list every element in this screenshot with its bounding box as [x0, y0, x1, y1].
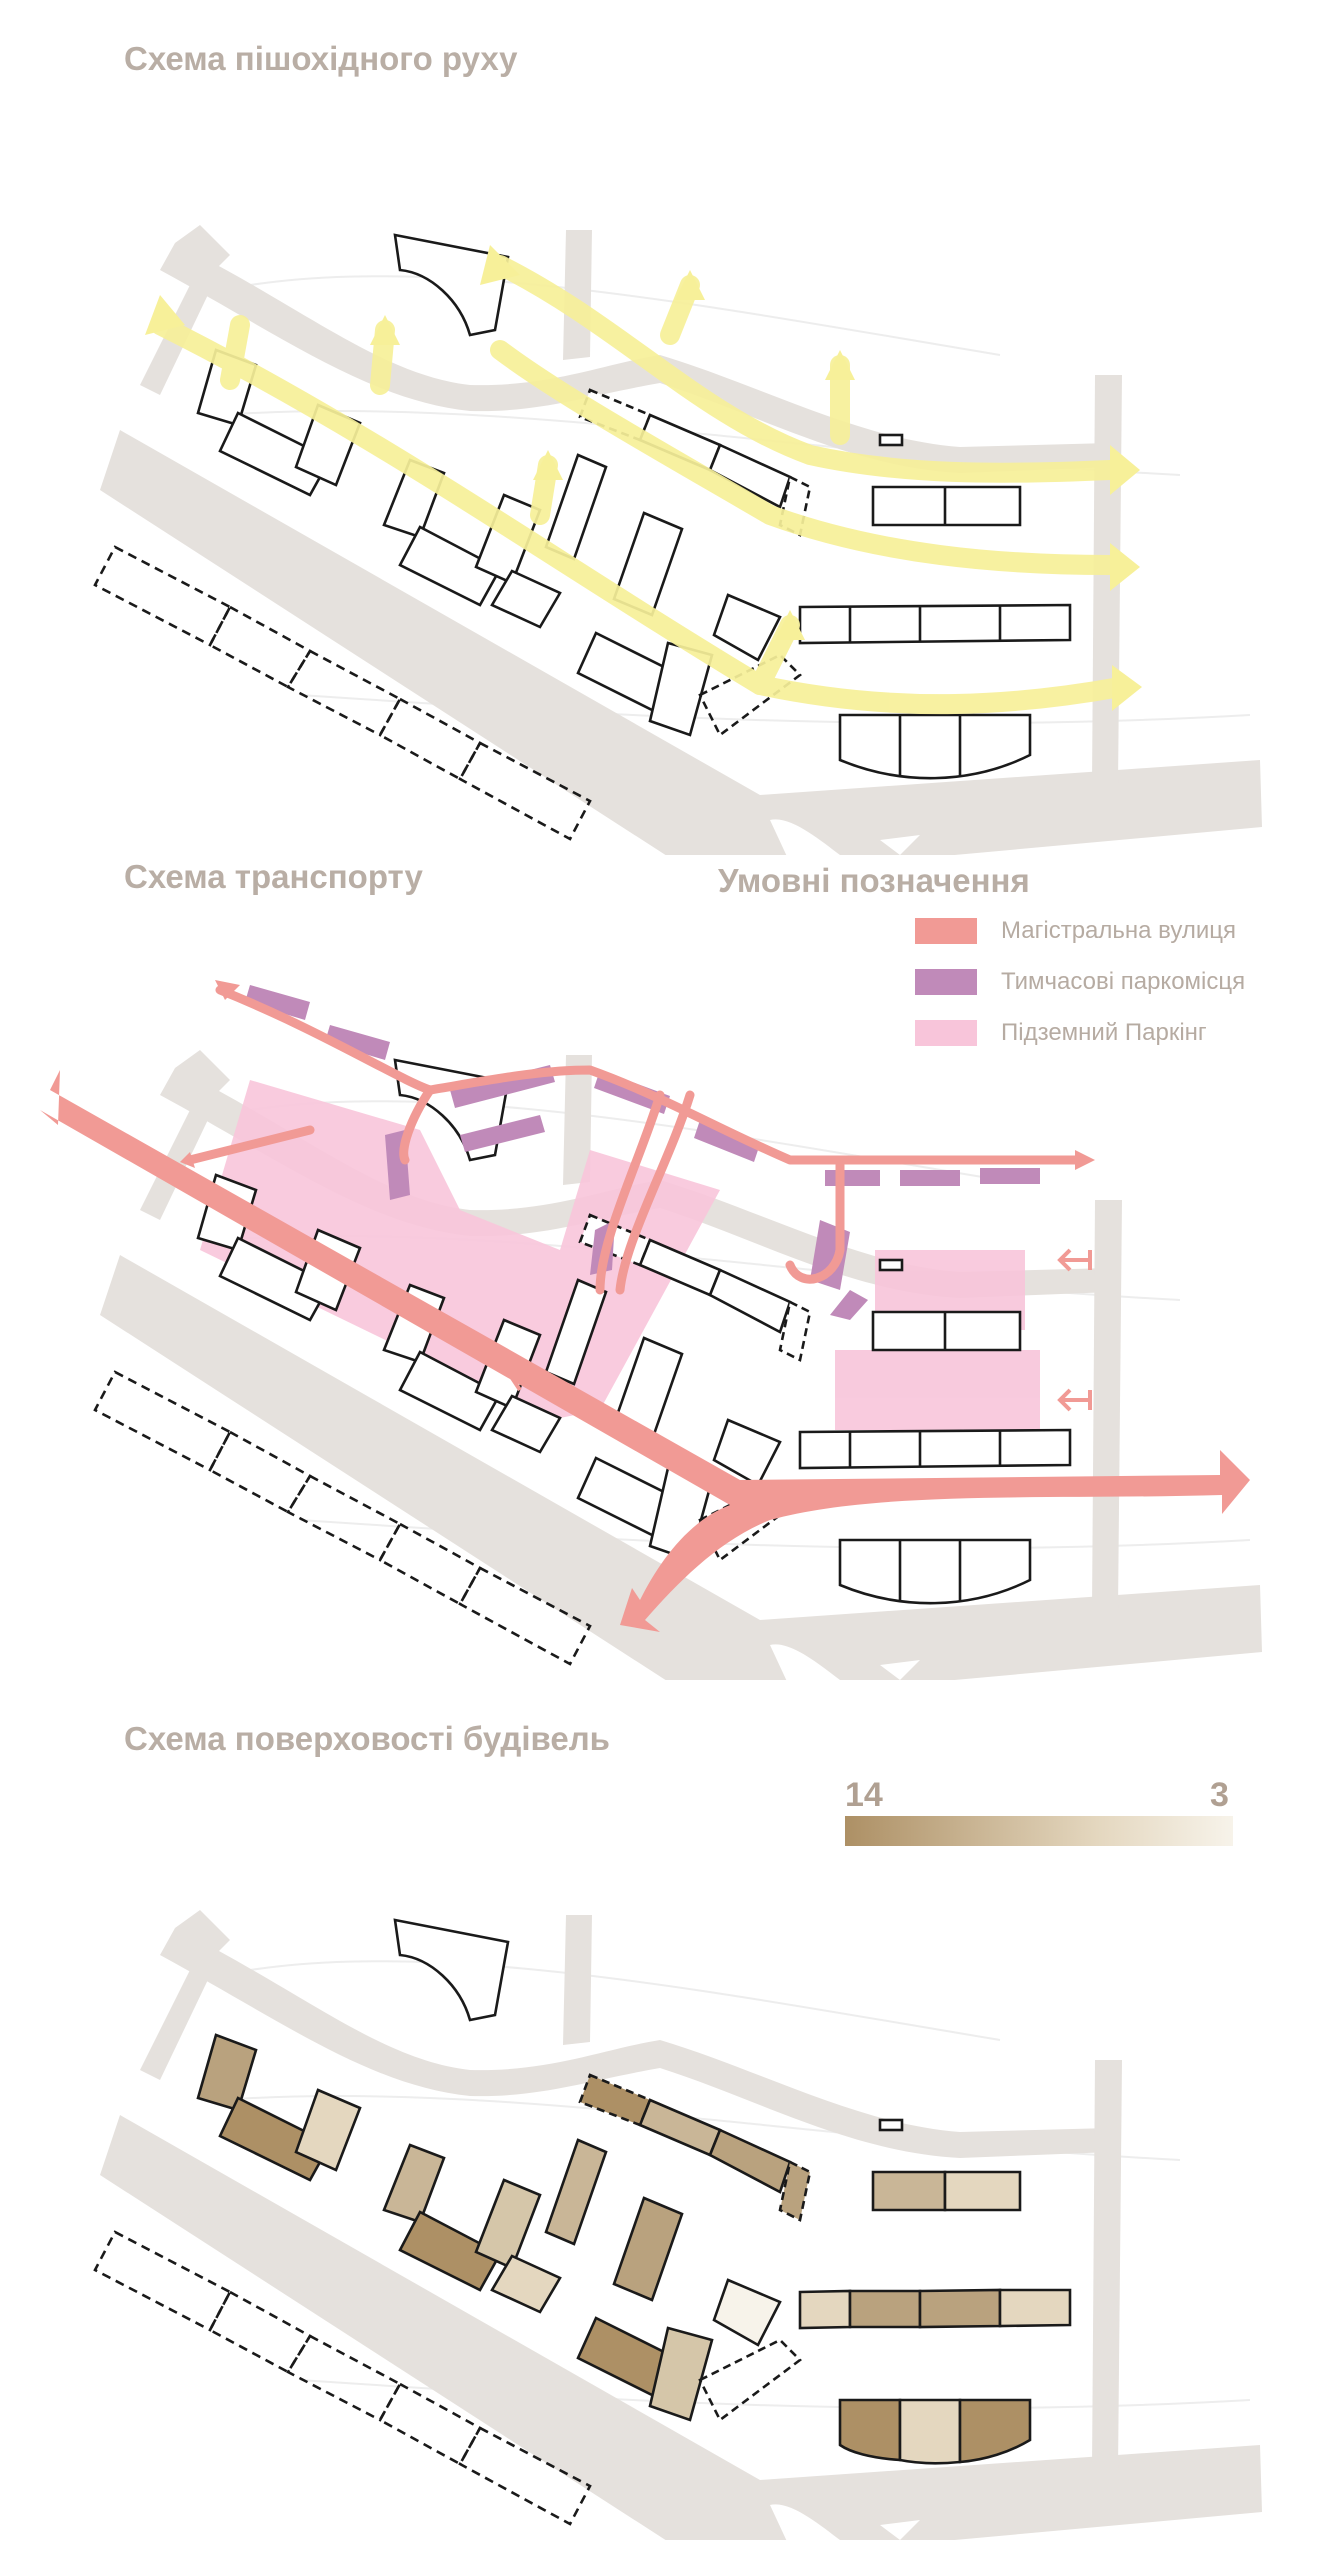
legend-item-underground-parking: Підземний Паркінг [915, 1019, 1207, 1047]
street-arrowheads [180, 980, 1095, 1170]
storeys-diagram-title: Схема поверховості будівель [124, 1720, 610, 1757]
legend-label-main-street: Магістральна вулиця [1001, 917, 1237, 944]
pedestrian-routes [150, 255, 1130, 715]
pedestrian-map [93, 224, 1263, 855]
pedestrian-arrowheads [145, 245, 1142, 711]
storey-gradient-bar [845, 1816, 1233, 1846]
local-streets [185, 985, 1080, 1295]
storey-scale-max: 14 [845, 1776, 883, 1814]
transport-map [40, 980, 1263, 1680]
storey-coloured-buildings [93, 1918, 1072, 2526]
legend-title: Умовні позначення [718, 862, 1030, 899]
legend-item-main-street: Магістральна вулиця [915, 917, 1236, 945]
legend-swatch-underground-parking [915, 1020, 977, 1046]
main-street-arterial [40, 1070, 1250, 1632]
storey-scale-min: 3 [1210, 1776, 1229, 1814]
legend-label-underground-parking: Підземний Паркінг [1001, 1019, 1207, 1046]
legend-label-temporary-parking: Тимчасові паркомісця [1001, 968, 1246, 995]
storeys-map [93, 1909, 1263, 2540]
legend-item-temporary-parking: Тимчасові паркомісця [915, 968, 1245, 996]
site-ground [99, 1909, 1263, 2540]
pedestrian-diagram-title: Схема пішохідного руху [124, 40, 518, 77]
transport-diagram-title: Схема транспорту [124, 858, 423, 895]
parking-entry-arrows [508, 1248, 1092, 1412]
legend-swatch-main-street [915, 918, 977, 944]
legend-swatch-temporary-parking [915, 969, 977, 995]
